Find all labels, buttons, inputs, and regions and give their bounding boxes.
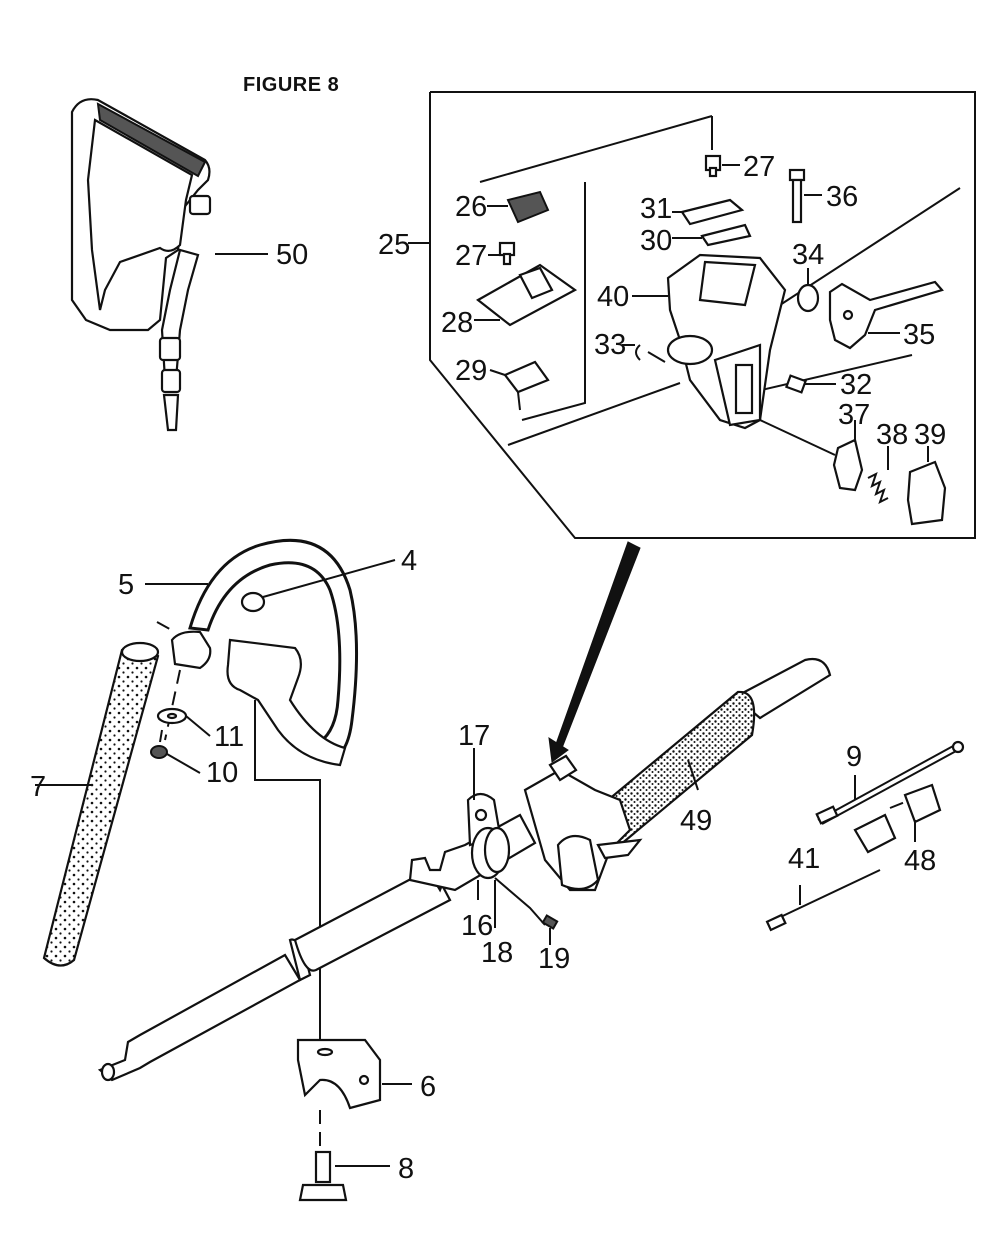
callout-38: 38	[876, 419, 908, 451]
inset-parts	[474, 154, 947, 526]
callout-31: 31	[640, 193, 672, 225]
callout-36: 36	[826, 181, 858, 213]
throttle-handle	[466, 690, 756, 945]
callout-28: 28	[441, 307, 473, 339]
callout-8: 8	[398, 1153, 414, 1185]
figure-title: FIGURE 8	[243, 74, 340, 96]
callout-16: 16	[461, 910, 493, 942]
callout-27-lower: 27	[455, 240, 487, 272]
callout-35: 35	[903, 319, 935, 351]
callout-40: 40	[597, 281, 629, 313]
cable-assembly	[765, 740, 965, 932]
shoulder-strap	[70, 98, 268, 432]
callout-34: 34	[792, 239, 824, 271]
callout-17: 17	[458, 720, 490, 752]
washer-and-screw	[150, 707, 211, 774]
callout-4: 4	[401, 545, 417, 577]
callout-29: 29	[455, 355, 487, 387]
pointer-arrow	[555, 541, 641, 749]
callout-41: 41	[788, 843, 820, 875]
callout-32: 32	[840, 369, 872, 401]
foam-grip	[35, 641, 160, 967]
callout-6: 6	[420, 1071, 436, 1103]
callout-labels: 4 5 6 7 8 9 10 11 16 17 18 19 25 26 27 2…	[30, 151, 946, 1185]
callout-10: 10	[206, 757, 238, 789]
callout-30: 30	[640, 225, 672, 257]
callout-5: 5	[118, 569, 134, 601]
callout-33: 33	[594, 329, 626, 361]
loop-handle	[145, 538, 396, 1050]
callout-48: 48	[904, 845, 936, 877]
callout-19: 19	[538, 943, 570, 975]
callout-25: 25	[378, 229, 410, 261]
callout-7: 7	[30, 771, 46, 803]
lower-clamp	[296, 1038, 412, 1202]
callout-11: 11	[214, 721, 244, 753]
callout-37: 37	[838, 399, 870, 431]
callout-9: 9	[846, 741, 862, 773]
callout-50: 50	[276, 239, 308, 271]
callout-39: 39	[914, 419, 946, 451]
callout-26: 26	[455, 191, 487, 223]
callout-27-top: 27	[743, 151, 775, 183]
callout-49: 49	[680, 805, 712, 837]
callout-18: 18	[481, 937, 513, 969]
